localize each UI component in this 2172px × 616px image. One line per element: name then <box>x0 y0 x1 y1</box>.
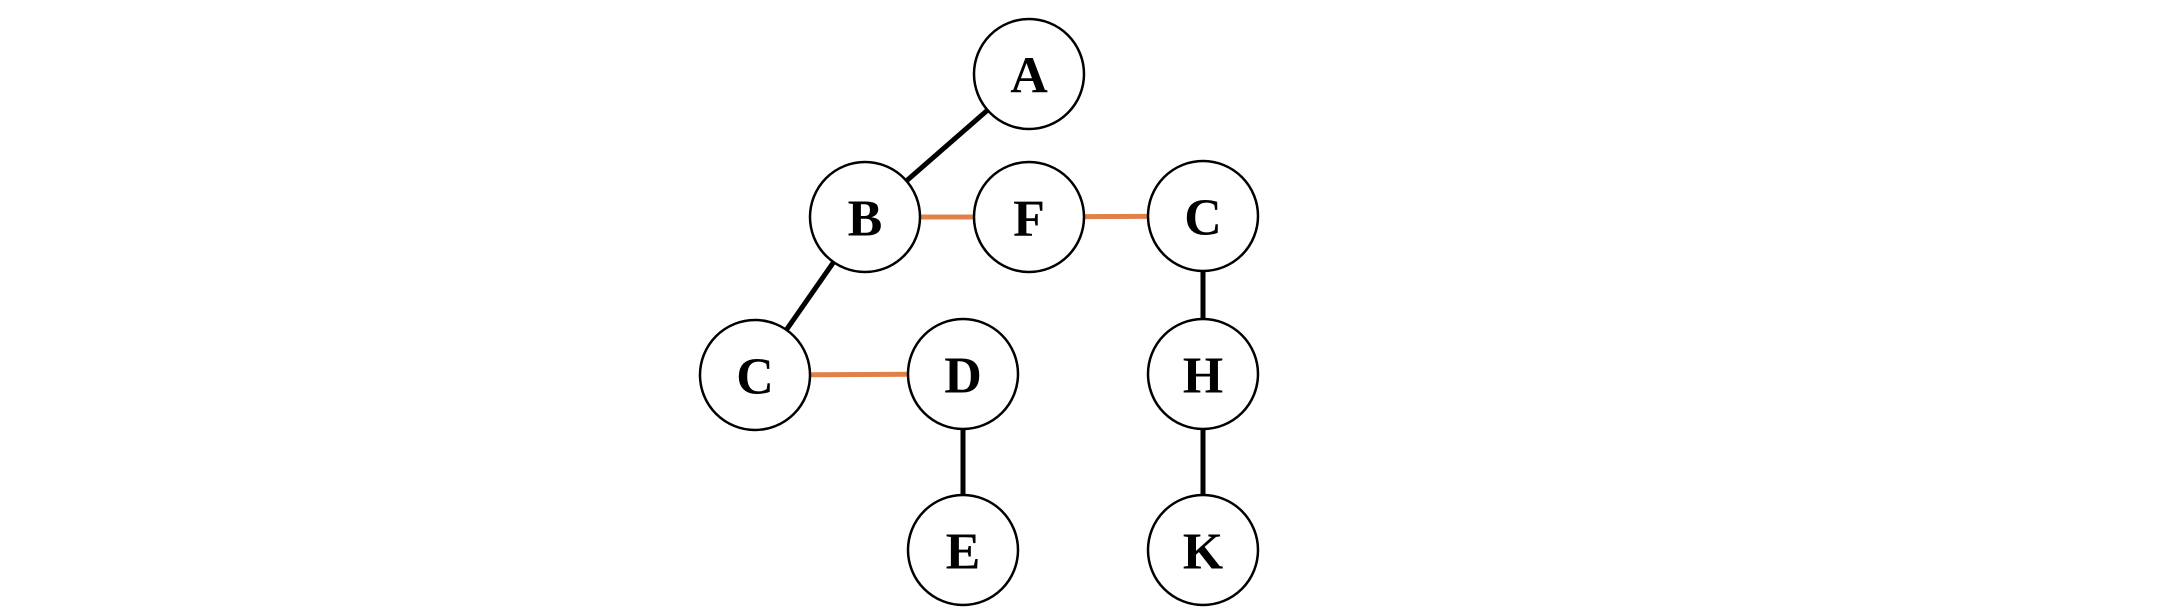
node-circle[interactable] <box>1146 159 1260 273</box>
node-label: C <box>1184 190 1222 247</box>
node-label: K <box>1183 524 1224 581</box>
node-label: H <box>1183 348 1223 405</box>
node-circle[interactable] <box>906 317 1020 431</box>
edge-layer <box>784 108 1206 495</box>
node-label: E <box>946 524 981 581</box>
node-circle[interactable] <box>808 160 922 274</box>
graph-node-n6[interactable]: D <box>906 317 1020 431</box>
graph-node-n4[interactable]: C <box>1146 159 1260 273</box>
graph-node-n3[interactable]: F <box>972 160 1086 274</box>
node-label: C <box>736 349 774 406</box>
node-circle[interactable] <box>1146 317 1260 431</box>
node-label: D <box>944 348 982 405</box>
node-label: B <box>848 191 883 248</box>
graph-edge-b-c[interactable] <box>784 260 836 332</box>
graph-node-n2[interactable]: B <box>808 160 922 274</box>
node-layer: A B F C C D H E K <box>698 17 1260 607</box>
graph-node-n8[interactable]: E <box>906 493 1020 607</box>
node-circle[interactable] <box>1146 493 1260 607</box>
graph-node-n5[interactable]: C <box>698 318 812 432</box>
node-circle[interactable] <box>698 318 812 432</box>
node-label: A <box>1010 48 1048 105</box>
graph-node-n1[interactable]: A <box>972 17 1086 131</box>
graph-node-n9[interactable]: K <box>1146 493 1260 607</box>
node-circle[interactable] <box>972 160 1086 274</box>
node-circle[interactable] <box>972 17 1086 131</box>
graph-edge-b-a[interactable] <box>904 108 990 183</box>
node-circle[interactable] <box>906 493 1020 607</box>
node-label: F <box>1013 191 1045 248</box>
graph-node-n7[interactable]: H <box>1146 317 1260 431</box>
